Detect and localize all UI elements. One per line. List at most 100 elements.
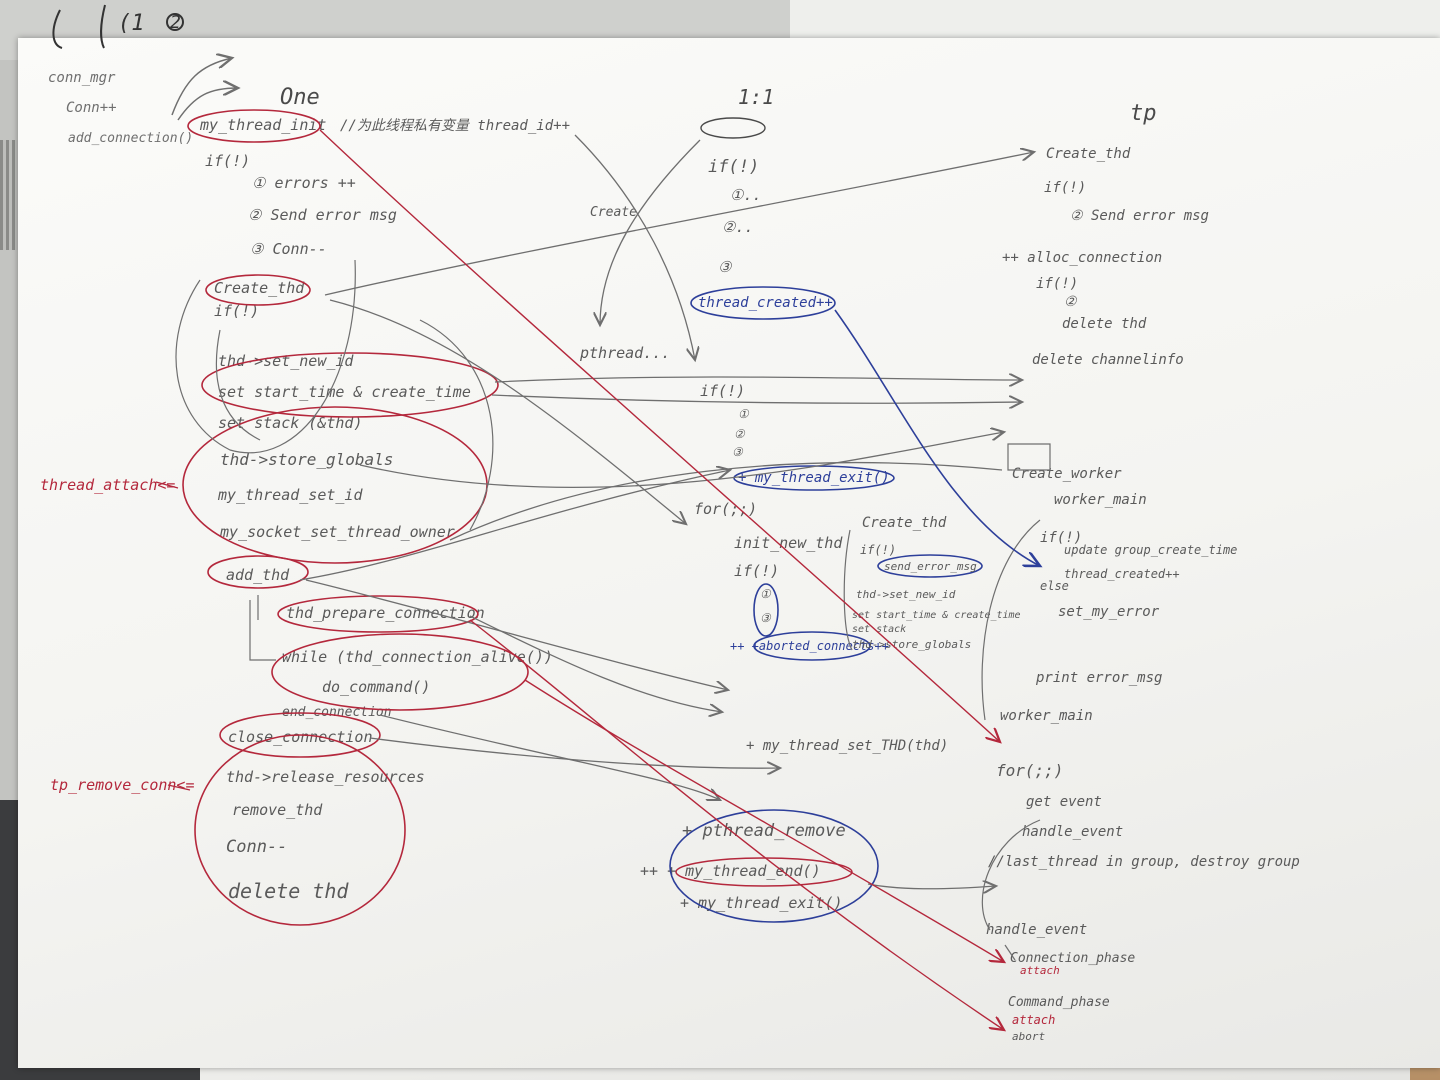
one-remove-thd: remove_thd — [232, 801, 323, 819]
scribble-circle — [166, 13, 184, 31]
red-pointer-remove — [167, 784, 191, 791]
header-tp: tp — [1130, 101, 1157, 126]
circle-aborted — [753, 631, 871, 661]
tp-if2: if(!) — [1036, 276, 1078, 292]
tp-command-phase: Command_phase — [1008, 995, 1110, 1010]
red-arrow-while — [524, 679, 1004, 962]
mid-i3: ③ — [760, 611, 772, 625]
top-scribbles — [52, 4, 184, 49]
tp-handle-event: handle_event — [1022, 824, 1123, 840]
arrow-add-thd — [299, 470, 730, 581]
mid-i1: ① — [760, 587, 772, 601]
circle-thread-attach — [182, 406, 488, 564]
desk-object — [0, 140, 22, 250]
tp-get-event: get event — [1026, 794, 1102, 810]
one-socket-owner: my_socket_set_thread_owner — [219, 523, 455, 541]
arrow-left-notes-2 — [177, 88, 238, 121]
tp-if: if(!) — [1044, 180, 1086, 196]
mid-if-mid: if(!) — [700, 382, 745, 400]
circle-set-time — [201, 352, 499, 418]
note-add-connection: add_connection() — [68, 131, 193, 146]
tp-thread-created: thread_created++ — [1064, 567, 1180, 581]
one-if: if(!) — [205, 152, 250, 170]
tp-alloc: ++ alloc_connection — [1002, 250, 1162, 266]
inner-send-error: send_error_msg — [884, 560, 977, 573]
one-create-thd: Create_thd — [214, 279, 305, 297]
one-do-command: do_command() — [322, 678, 430, 696]
circle-send-error-msg — [877, 554, 983, 578]
mid-pthread: pthread... — [579, 344, 670, 362]
label-thread-attach: thread_attach<= — [40, 476, 175, 494]
circle-thread-end-block — [669, 809, 879, 923]
tp-if3: if(!) — [1040, 530, 1082, 546]
circle-while-alive — [271, 633, 529, 711]
tp-connection-phase: Connection_phase — [1010, 951, 1135, 966]
tp-last-thread: //last_thread in group, destroy group — [988, 854, 1300, 870]
arrow-cross-1 — [574, 134, 695, 360]
arrow-cross-2 — [600, 139, 701, 325]
one-comment: //为此线程私有变量 thread_id++ — [340, 118, 570, 134]
one-set-start-time: set start_time & create_time — [218, 383, 471, 401]
pencil-loop-1 — [175, 259, 356, 454]
circle-inner-if — [753, 583, 779, 637]
arrow-store-globals-tp — [359, 432, 1004, 489]
one-store-globals: thd->store_globals — [220, 450, 393, 469]
mid-m3: ③ — [732, 445, 744, 459]
mid-my-thread-exit: + my_thread_exit() — [738, 470, 890, 486]
mid-pthread-remove: + pthread_remove — [682, 821, 846, 841]
one-add-thd: add_thd — [226, 566, 290, 584]
note-conn-inc: Conn++ — [66, 100, 117, 116]
header-one: One — [280, 85, 320, 110]
arrow-left-notes — [171, 58, 232, 116]
mid-if-top: if(!) — [708, 157, 759, 177]
arrow-thread-end-tp — [867, 884, 996, 889]
arrow-create-thd-tp — [324, 152, 1034, 296]
tp-brace-2 — [981, 819, 1041, 931]
label-tp-remove-conn: tp_remove_conn<= — [50, 776, 195, 794]
red-arrow-prepare — [469, 619, 1004, 1030]
one-prepare-conn: thd_prepare_connection — [286, 604, 485, 622]
pencil-loop-3 — [419, 319, 494, 531]
circle-tp-remove — [194, 734, 406, 926]
scribble-text-2: 2 — [170, 12, 181, 33]
tp-attach2: attach — [1012, 1013, 1055, 1027]
tp-create-thd: Create_thd — [1046, 146, 1131, 162]
circle-prepare-conn — [277, 595, 479, 633]
one-my-thread-set-id: my_thread_set_id — [217, 486, 363, 504]
arrow-prepare — [469, 615, 722, 712]
arrow-create-to-for — [329, 299, 686, 524]
tp-set-my-error: set_my_error — [1058, 604, 1160, 620]
tp-delete-channel: delete channelinfo — [1032, 352, 1184, 368]
mid-my-thread-end: ++ + my_thread_end() — [640, 862, 821, 880]
one-close-connection: close_connection — [228, 728, 373, 746]
one-my-thread-init: my_thread_init — [199, 116, 326, 134]
header-ellipse — [700, 117, 766, 139]
tp-worker-main: worker_main — [1054, 492, 1147, 508]
mid-c2: ②.. — [722, 218, 754, 236]
circle-add-thd — [207, 555, 309, 589]
circle-close-connection — [219, 712, 381, 758]
mid-my-thread-exit2: + my_thread_exit() — [680, 894, 843, 912]
one-conn-dec: ③ Conn-- — [250, 240, 327, 258]
mid-c3: ③ — [718, 258, 733, 276]
one-send-error: ② Send error msg — [248, 206, 397, 224]
inner-set-new-id: thd->set_new_id — [856, 588, 956, 601]
inner-set-stack: set stack — [852, 624, 906, 635]
mid-m1: ① — [738, 407, 750, 421]
arrow-end-conn — [379, 714, 720, 800]
arrow-close-conn — [369, 737, 780, 768]
circle-my-thread-init — [187, 109, 321, 143]
one-conn-dec2: Conn-- — [226, 837, 287, 857]
header-one-to-one: 1:1 — [738, 85, 774, 109]
circle-thread-created — [690, 286, 836, 320]
arrow-set-time-tp — [494, 377, 1022, 382]
blue-arrow-thread-created — [834, 309, 1040, 566]
arrow-socket-owner — [449, 462, 1003, 541]
mid-create: Create — [590, 205, 637, 220]
one-if2: if(!) — [214, 302, 259, 320]
one-delete-thd: delete thd — [228, 879, 349, 903]
bracket-line-2 — [249, 600, 276, 661]
tp-for: for(;;) — [996, 761, 1063, 780]
inner-store-globals: thd->store_globals — [852, 638, 971, 651]
